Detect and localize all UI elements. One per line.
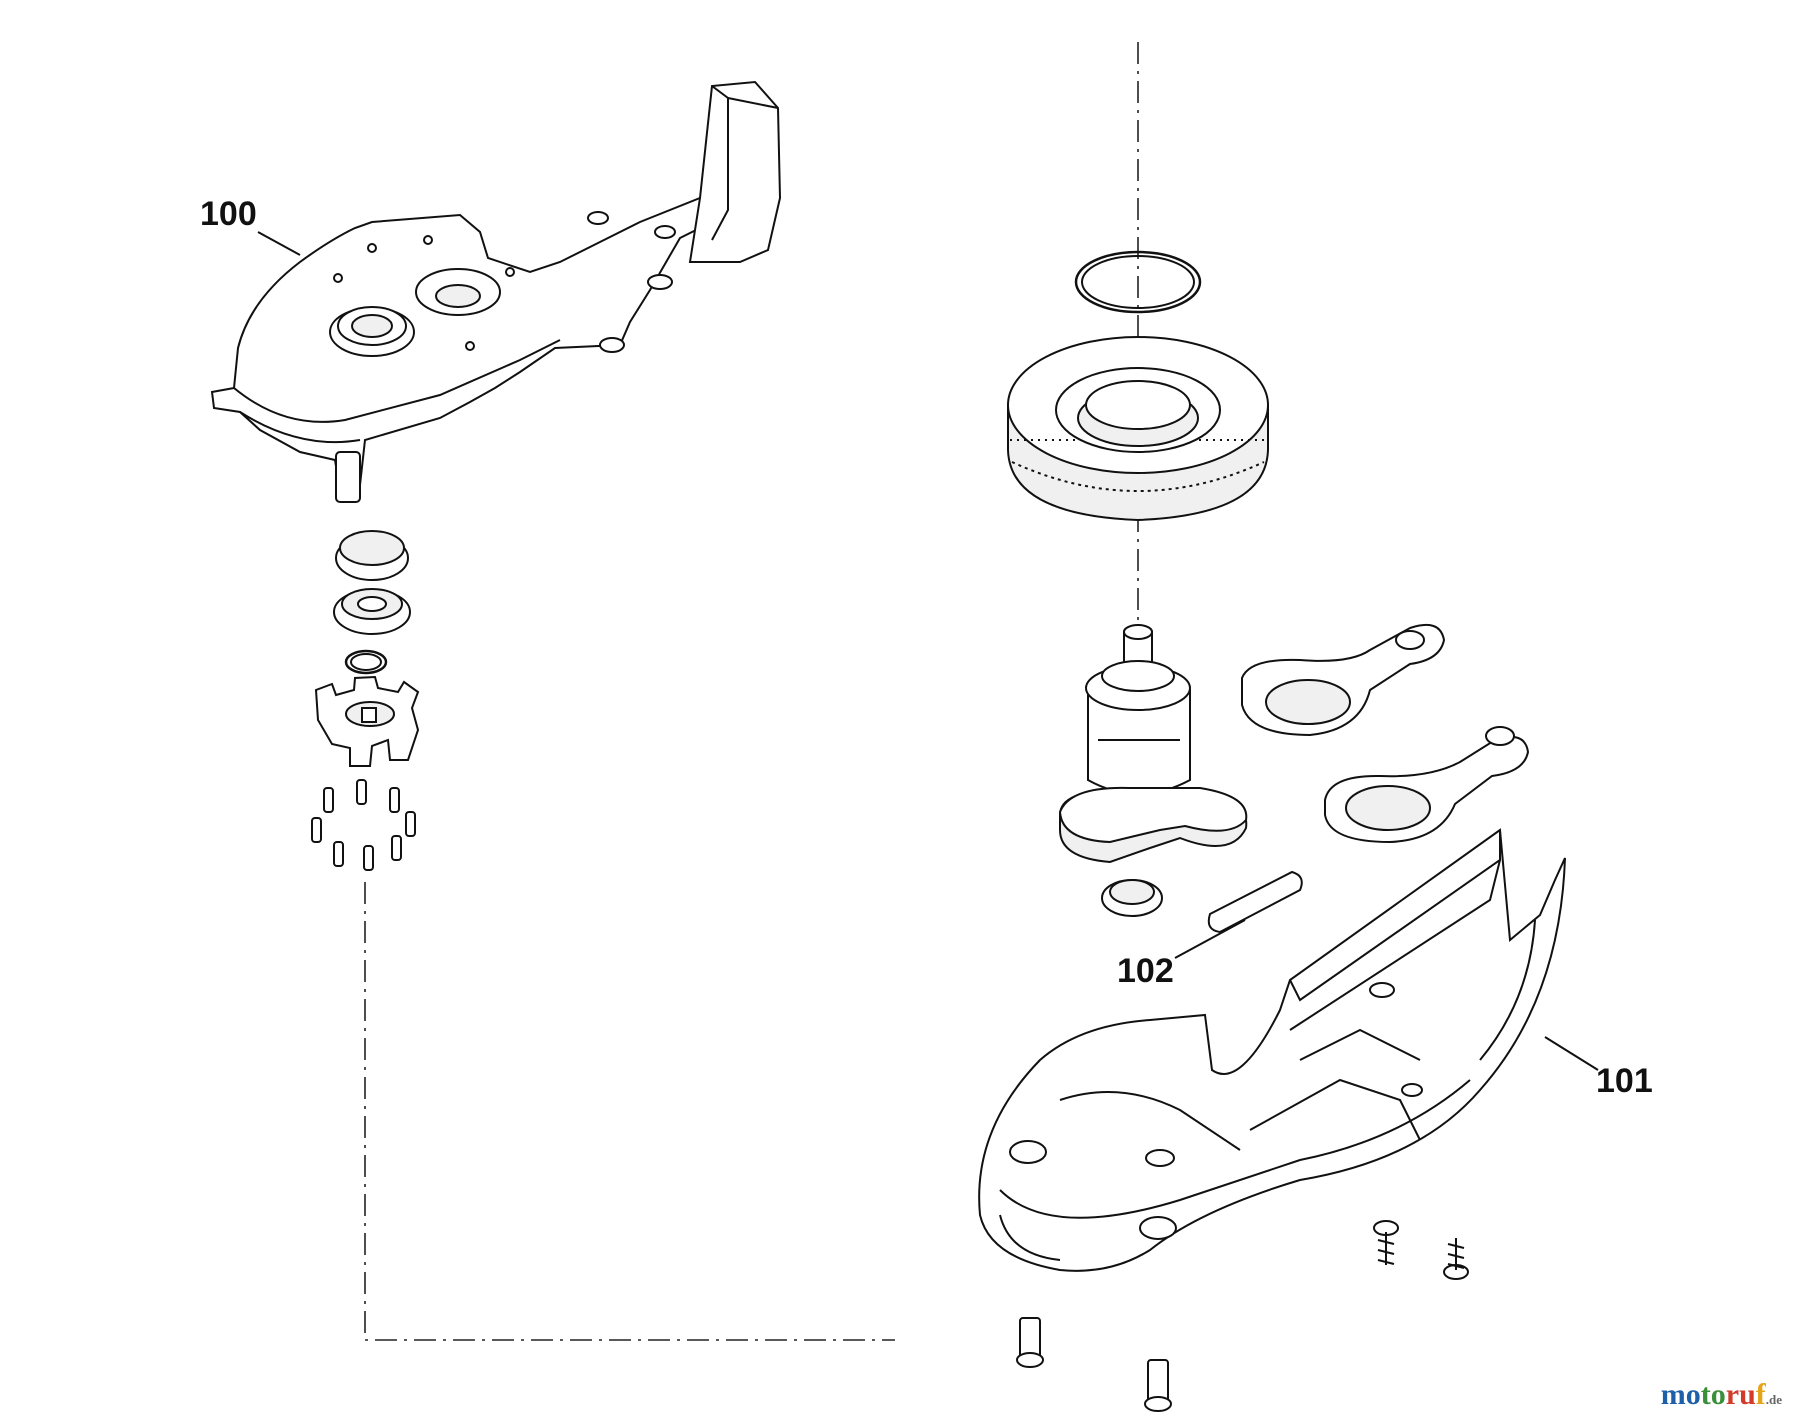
assembly-center-lines: [364, 42, 1139, 1341]
callout-101: 101: [1596, 1062, 1653, 1100]
lower-gear-housing: [978, 828, 1566, 1272]
screw-1: [1373, 1220, 1399, 1265]
crankshaft: [1058, 624, 1248, 864]
watermark-part-4: f: [1755, 1378, 1766, 1411]
callout-102: 102: [1117, 952, 1174, 990]
watermark-part-3: ru: [1725, 1378, 1756, 1411]
pin-102: [1207, 870, 1303, 934]
callout-leaders: [257, 231, 1599, 1071]
connecting-rod-lower: [1324, 726, 1530, 844]
large-helical-gear: [1007, 336, 1269, 522]
bolt-2: [1144, 1359, 1172, 1412]
upper-gear-housing: [210, 80, 782, 503]
watermark-part-1: mo: [1660, 1378, 1701, 1411]
o-ring: [1074, 250, 1202, 314]
callout-100: 100: [200, 195, 257, 233]
watermark-suffix: .de: [1765, 1392, 1782, 1407]
small-bearing: [1101, 879, 1163, 917]
screw-2: [1443, 1238, 1469, 1280]
roller-bearing-stack: [311, 530, 420, 871]
watermark-part-2: to: [1700, 1378, 1726, 1411]
watermark-logo: motoruf.de: [1661, 1378, 1782, 1412]
connecting-rod-upper: [1241, 624, 1446, 737]
bolt-1: [1016, 1317, 1044, 1368]
